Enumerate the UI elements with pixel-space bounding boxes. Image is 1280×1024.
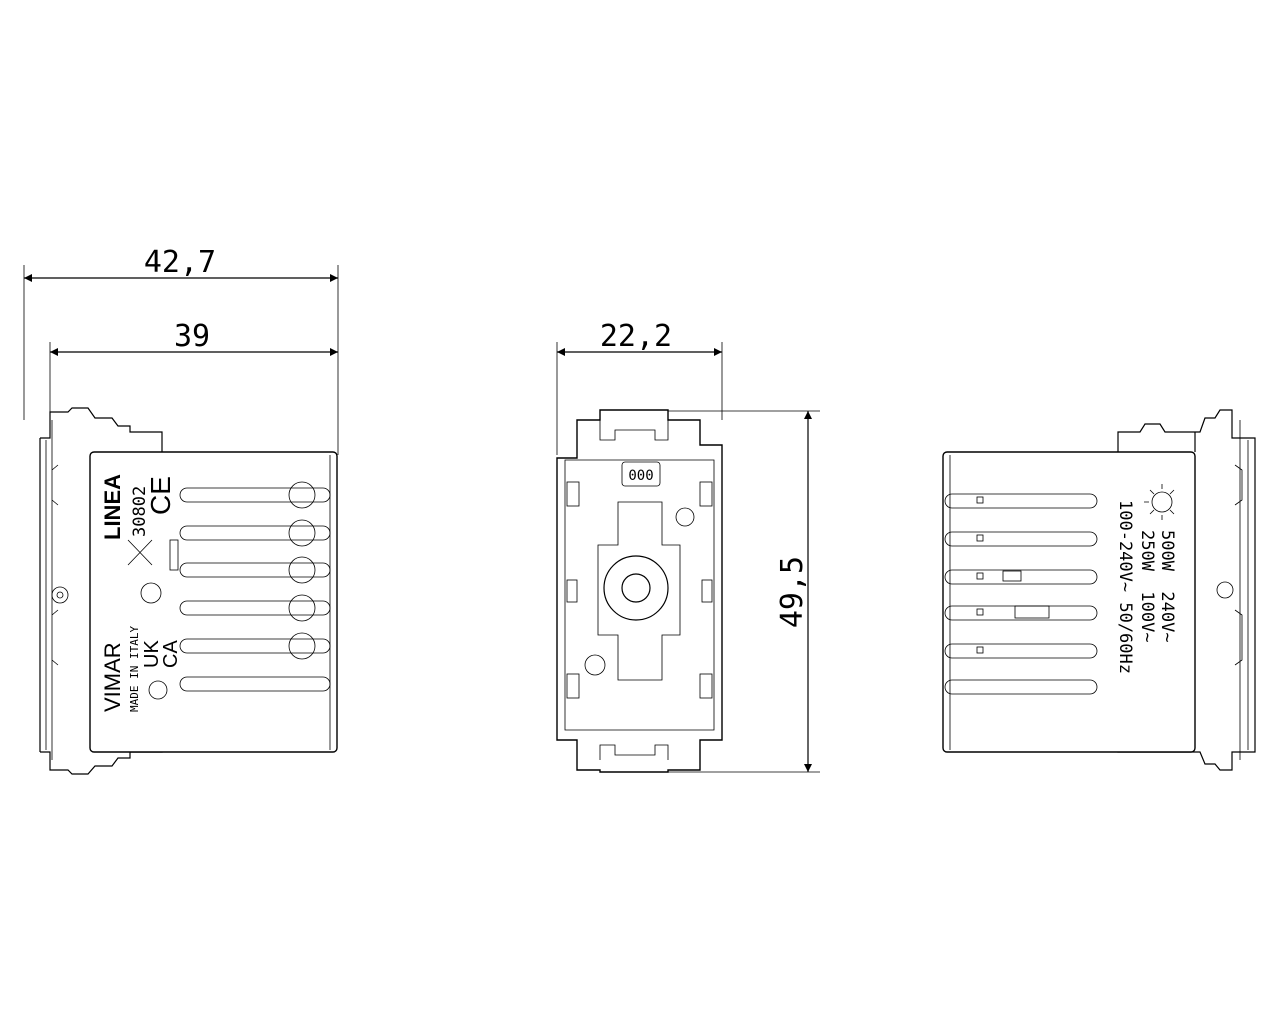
front-label: 000: [628, 468, 653, 484]
side-slot: [701, 579, 713, 603]
rating-line-3: 100-240V~ 50/60Hz: [1115, 500, 1135, 674]
module-body: [942, 451, 1196, 753]
uk-mark: UK: [141, 640, 163, 668]
origin-label: MADE IN ITALY: [128, 626, 141, 712]
module-front: [556, 409, 723, 773]
screw-center: [56, 591, 64, 599]
frame-detail: [1234, 420, 1249, 760]
brand-label: VIMAR: [100, 642, 125, 712]
dimension-width: 22,2: [600, 319, 672, 354]
frame-detail: [45, 420, 59, 760]
label-tab: [169, 539, 179, 571]
front-label-box: [621, 461, 661, 487]
weee-bin-icon: [127, 539, 153, 566]
rating-line-1: 500W 240V~: [1157, 530, 1177, 643]
certification-mark-icon: [140, 582, 162, 604]
side-slot: [566, 579, 578, 603]
terminal-slots: [944, 493, 1098, 695]
front-frame-detail: [564, 420, 715, 760]
ground-symbol-icon: [148, 680, 168, 700]
center-cross: [597, 501, 681, 681]
led-indicator: [675, 507, 695, 527]
front-view: 22,2 49,5 000: [556, 319, 820, 773]
dimension-body-depth: 39: [174, 319, 210, 354]
side-slot: [566, 673, 580, 699]
lamp-icon: [1144, 484, 1175, 520]
dimension-overall-depth: 42,7: [144, 245, 216, 280]
knob-base: [603, 555, 669, 621]
adjust-hole: [584, 654, 606, 676]
product-code: 30802: [130, 486, 150, 537]
ce-mark: CE: [145, 476, 176, 515]
side-slot: [699, 673, 713, 699]
side-slot: [699, 481, 713, 507]
mounting-frame: [1117, 409, 1256, 771]
ca-mark: CA: [160, 640, 182, 668]
product-line-label: LINEA: [100, 474, 125, 540]
side-view-right: 500W 240V~ 250W 100V~ 100-240V~ 50/60Hz: [942, 409, 1256, 771]
screw-icon: [1216, 581, 1234, 599]
screw-icon: [51, 586, 69, 604]
side-view-left: 42,7 39 LINEA 30802 CE VIMAR MADE IN ITA…: [23, 245, 339, 775]
rotary-knob[interactable]: [621, 573, 651, 603]
side-slot: [566, 481, 580, 507]
dimension-height: 49,5: [775, 556, 810, 628]
rating-line-2: 250W 100V~: [1137, 530, 1157, 643]
terminal-slots: [179, 481, 331, 692]
